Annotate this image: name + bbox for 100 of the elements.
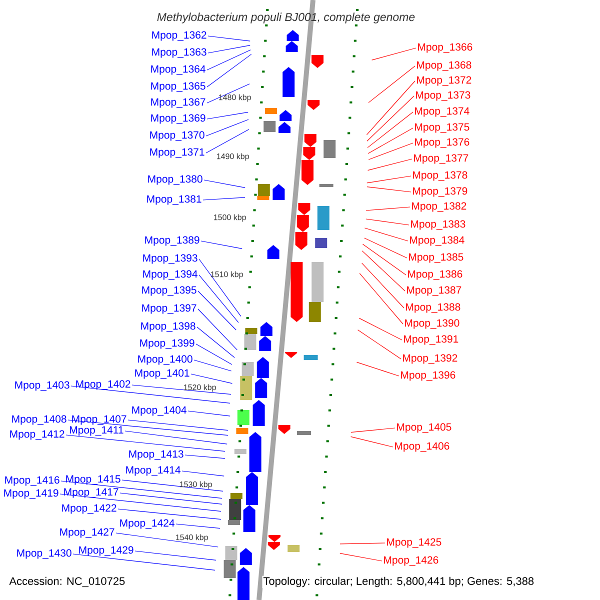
gene-label: Mpop_1407 [72, 415, 126, 425]
leader-line [340, 553, 382, 562]
leader-line [176, 524, 220, 529]
leader-line [202, 197, 246, 200]
leader-line [368, 158, 412, 171]
gene-label: Mpop_1379 [413, 187, 468, 197]
gene-label: Mpop_1411 [70, 426, 124, 436]
gene-label: Mpop_1390 [405, 319, 460, 329]
leader-line [206, 112, 248, 120]
leader-line [60, 494, 222, 512]
leader-line [182, 470, 224, 476]
leader-line [70, 386, 230, 404]
gene-label: Mpop_1366 [418, 43, 472, 53]
gene-label: Mpop_1373 [416, 91, 470, 101]
gene-label: Mpop_1365 [151, 82, 206, 92]
gene-label: Mpop_1380 [148, 175, 202, 185]
gene-label: Mpop_1425 [387, 538, 442, 548]
gene-label: Mpop_1382 [412, 202, 466, 212]
leader-line [116, 532, 218, 548]
gene-label: Mpop_1422 [62, 504, 116, 514]
leader-line [118, 508, 222, 520]
leader-line [359, 273, 404, 324]
leader-line [358, 330, 402, 360]
leader-line [190, 374, 232, 384]
gene-label: Mpop_1392 [403, 354, 458, 364]
gene-label: Mpop_1371 [150, 148, 204, 158]
gene-label: Mpop_1401 [135, 369, 190, 379]
gene-label: Mpop_1412 [10, 430, 64, 440]
leader-line [128, 420, 228, 431]
gene-label: Mpop_1375 [415, 123, 470, 133]
gene-label: Mpop_1383 [411, 220, 466, 230]
leader-line [366, 206, 410, 211]
leader-line [368, 142, 414, 160]
gene-label: Mpop_1389 [145, 236, 200, 246]
leader-line [60, 480, 222, 499]
gene-label: Mpop_1415 [66, 475, 120, 485]
footer-text: Topology: circular; Length: 5,800,441 bp; Genes: 5,388 [262, 576, 536, 588]
gene-label: Mpop_1377 [414, 154, 468, 164]
scale-label: 1540 kbp [176, 534, 208, 542]
gene-label: Mpop_1430 [17, 549, 72, 559]
leader-line [208, 36, 250, 42]
gene-label: Mpop_1400 [138, 355, 192, 365]
gene-label: Mpop_1393 [143, 254, 198, 264]
gene-label: Mpop_1406 [395, 442, 450, 452]
leader-line [358, 318, 402, 340]
leader-line [206, 50, 251, 70]
footer-text: Accession: NC_010725 [8, 576, 126, 588]
gene-label: Mpop_1426 [384, 556, 438, 566]
leader-line [122, 480, 224, 492]
leader-line [340, 542, 386, 544]
gene-label: Mpop_1388 [406, 303, 460, 313]
gene-label: Mpop_1403 [15, 381, 70, 391]
leader-line [198, 258, 242, 317]
leader-line [364, 238, 408, 258]
gene-label: Mpop_1416 [5, 476, 60, 486]
leader-line [196, 344, 232, 365]
leader-line [362, 262, 404, 308]
leader-line [124, 430, 228, 444]
gene-label: Mpop_1386 [408, 270, 462, 280]
leader-line [198, 290, 236, 330]
leader-line [208, 45, 250, 54]
leader-line [204, 180, 246, 188]
gene-label: Mpop_1396 [401, 371, 456, 381]
leader-line [134, 550, 216, 560]
leader-line [364, 228, 408, 242]
gene-label: Mpop_1384 [410, 236, 464, 246]
gene-label: Mpop_1427 [60, 528, 114, 538]
leader-line [372, 48, 416, 60]
gene-label: Mpop_1362 [152, 31, 206, 41]
gene-label: Mpop_1374 [415, 107, 470, 117]
gene-label: Mpop_1367 [151, 98, 206, 108]
gene-label: Mpop_1398 [141, 322, 196, 332]
leader-line [196, 326, 235, 358]
leader-line [194, 360, 232, 372]
leader-line [362, 244, 406, 276]
gene-label: Mpop_1413 [129, 450, 184, 460]
gene-label: Mpop_1394 [143, 270, 198, 280]
leader-line [72, 554, 216, 570]
scale-label: 1530 kbp [180, 481, 212, 489]
title: Methylobacterium populi BJ001, complete genome [157, 12, 415, 24]
leader-line [198, 308, 238, 350]
gene-label: Mpop_1370 [150, 131, 204, 141]
leader-line [367, 112, 414, 148]
leader-line [356, 362, 400, 376]
gene-label: Mpop_1429 [79, 546, 134, 556]
gene-label: Mpop_1402 [76, 380, 130, 390]
leader-line [366, 80, 416, 136]
leader-line [206, 129, 250, 154]
scale-label: 1500 kbp [214, 214, 246, 222]
scale-label: 1520 kbp [184, 384, 216, 392]
gene-label: Mpop_1368 [417, 61, 472, 71]
gene-label: Mpop_1419 [4, 489, 58, 499]
leader-line [206, 119, 249, 136]
leader-line [120, 492, 222, 504]
gene-label: Mpop_1399 [140, 339, 194, 349]
leader-line [184, 454, 226, 459]
leader-line [362, 250, 406, 292]
leader-line [198, 274, 239, 323]
scale-label: 1490 kbp [217, 153, 249, 161]
gene-label: Mpop_1376 [415, 138, 470, 148]
